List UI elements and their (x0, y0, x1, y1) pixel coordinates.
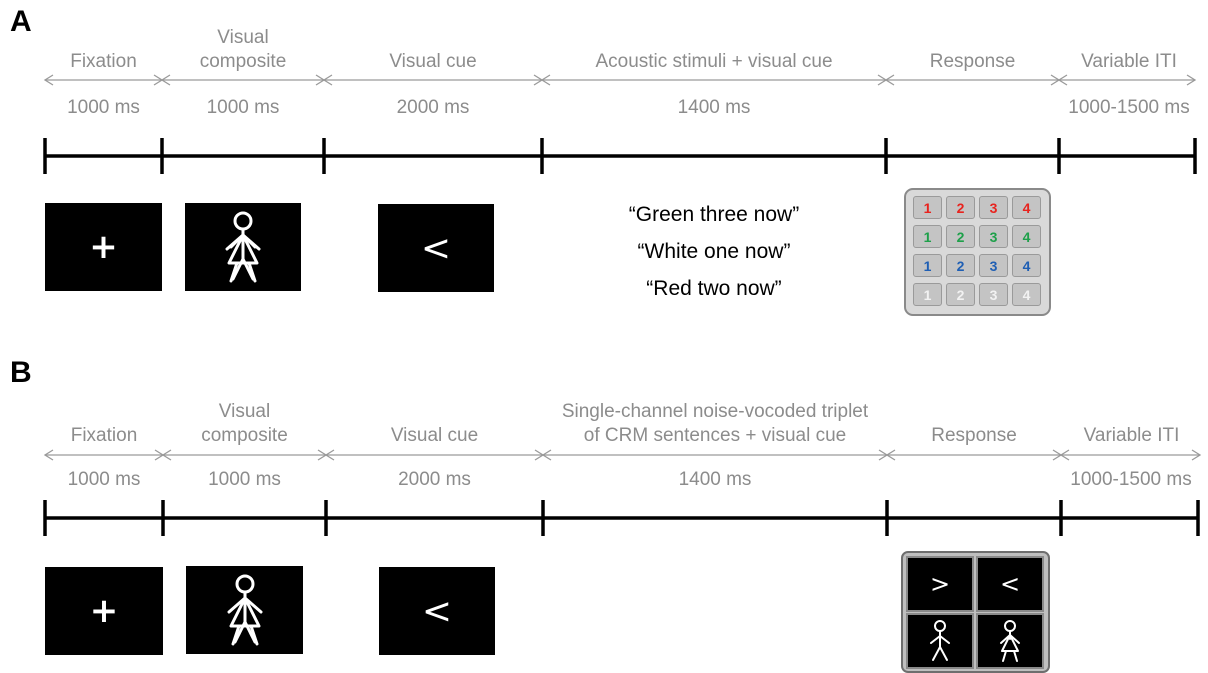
keypad-key[interactable]: 2 (946, 196, 975, 219)
duration-b-cue: 2000 ms (326, 469, 543, 491)
duration-a-acoustic: 1400 ms (542, 97, 886, 119)
phase-b-response: Response (887, 424, 1061, 448)
keypad-key[interactable]: 2 (946, 283, 975, 306)
keypad-key[interactable]: 3 (979, 283, 1008, 306)
phase-a-visual-composite: Visual composite (162, 26, 324, 74)
phase-label: Variable ITI (1083, 425, 1180, 446)
duration-b-composite: 1000 ms (163, 469, 326, 491)
duration-a-iti: 1000-1500 ms (1054, 97, 1204, 119)
keypad-key[interactable]: 1 (913, 225, 942, 248)
duration-a-composite: 1000 ms (162, 97, 324, 119)
duration-label: 1000 ms (67, 97, 140, 118)
keypad-key[interactable]: 1 (913, 254, 942, 277)
phase-b-fixation: Fixation (45, 424, 163, 448)
keypad-key[interactable]: 3 (979, 196, 1008, 219)
keypad-key[interactable]: 4 (1012, 283, 1041, 306)
phase-a-iti: Variable ITI (1059, 50, 1199, 74)
phase-label: Response (929, 51, 1016, 72)
keypad-key[interactable]: 4 (1012, 225, 1041, 248)
phase-label: Visual cue (390, 425, 479, 446)
fixation-cross-icon: + (89, 227, 118, 267)
duration-label: 2000 ms (398, 469, 471, 490)
response-grid-b: > < (901, 551, 1050, 673)
phase-b-iti: Variable ITI (1061, 424, 1202, 448)
keypad-key[interactable]: 2 (946, 254, 975, 277)
duration-label: 1000 ms (67, 469, 141, 490)
response-tile-left-arrow[interactable]: < (976, 556, 1044, 612)
duration-label: 1000 ms (208, 469, 281, 490)
phase-a-acoustic: Acoustic stimuli + visual cue (542, 50, 886, 74)
duration-a-cue: 2000 ms (324, 97, 542, 119)
phase-label: Response (931, 425, 1017, 446)
phase-label-line2: composite (199, 51, 287, 72)
duration-label: 1400 ms (678, 469, 752, 490)
keypad-key[interactable]: 4 (1012, 254, 1041, 277)
phase-label-line2: composite (201, 425, 288, 446)
stick-figure-composite-icon (225, 211, 261, 283)
phase-label-line1: Single-channel noise-vocoded triplet (561, 401, 869, 422)
male-figure-icon (930, 620, 950, 661)
phase-b-visual-cue: Visual cue (326, 424, 543, 448)
quote-2: “White one now” (637, 240, 791, 263)
panel-b-label: B (10, 356, 32, 389)
phase-label: Fixation (70, 51, 137, 72)
keypad-key[interactable]: 1 (913, 196, 942, 219)
duration-b-fixation: 1000 ms (45, 469, 163, 491)
phase-b-crm: Single-channel noise-vocoded triplet of … (533, 400, 897, 448)
duration-label: 1000 ms (206, 97, 280, 118)
duration-label: 2000 ms (396, 97, 470, 118)
phase-a-visual-cue: Visual cue (324, 50, 542, 74)
response-tile-male[interactable] (906, 613, 974, 669)
keypad-key[interactable]: 4 (1012, 196, 1041, 219)
phase-a-response: Response (886, 50, 1059, 74)
panel-b-timeline (43, 500, 1200, 536)
fixation-screen-b: + (45, 567, 163, 655)
duration-b-iti: 1000-1500 ms (1056, 469, 1206, 491)
fixation-cross-icon: + (89, 591, 119, 631)
phase-label: Visual cue (389, 51, 477, 72)
phase-label: Acoustic stimuli + visual cue (595, 51, 833, 72)
duration-label: 1000-1500 ms (1068, 97, 1190, 118)
duration-b-crm: 1400 ms (543, 469, 887, 491)
composite-screen-b (186, 566, 303, 654)
female-figure-icon (1000, 620, 1020, 662)
keypad-key[interactable]: 3 (979, 254, 1008, 277)
left-arrow-cue-icon: < (420, 227, 452, 269)
panel-a-label: A (10, 5, 32, 38)
panel-a-timeline (43, 138, 1197, 174)
cue-screen-a: < (378, 204, 494, 292)
phase-label: Fixation (70, 425, 138, 446)
cue-screen-b: < (379, 567, 495, 655)
right-arrow-icon: > (929, 570, 951, 598)
phase-b-visual-composite: Visual composite (163, 400, 326, 448)
response-tile-female[interactable] (976, 613, 1044, 669)
phase-label-line1: Visual (218, 401, 271, 422)
quote-1: “Green three now” (628, 203, 800, 226)
phase-label-line1: Visual (217, 27, 269, 48)
quote-3: “Red two now” (646, 277, 782, 300)
keypad-key[interactable]: 1 (913, 283, 942, 306)
phase-label: Variable ITI (1081, 51, 1177, 72)
stick-figure-composite-icon (227, 574, 262, 646)
keypad-key[interactable]: 2 (946, 225, 975, 248)
composite-screen-a (185, 203, 301, 291)
phase-label-line2: of CRM sentences + visual cue (583, 425, 847, 446)
response-tile-right-arrow[interactable]: > (906, 556, 974, 612)
duration-label: 1000-1500 ms (1070, 469, 1192, 490)
duration-a-fixation: 1000 ms (45, 97, 162, 119)
phase-a-fixation: Fixation (45, 50, 162, 74)
fixation-screen-a: + (45, 203, 162, 291)
left-arrow-cue-icon: < (421, 590, 453, 632)
keypad-key[interactable]: 3 (979, 225, 1008, 248)
duration-label: 1400 ms (677, 97, 751, 118)
left-arrow-icon: < (999, 570, 1021, 598)
